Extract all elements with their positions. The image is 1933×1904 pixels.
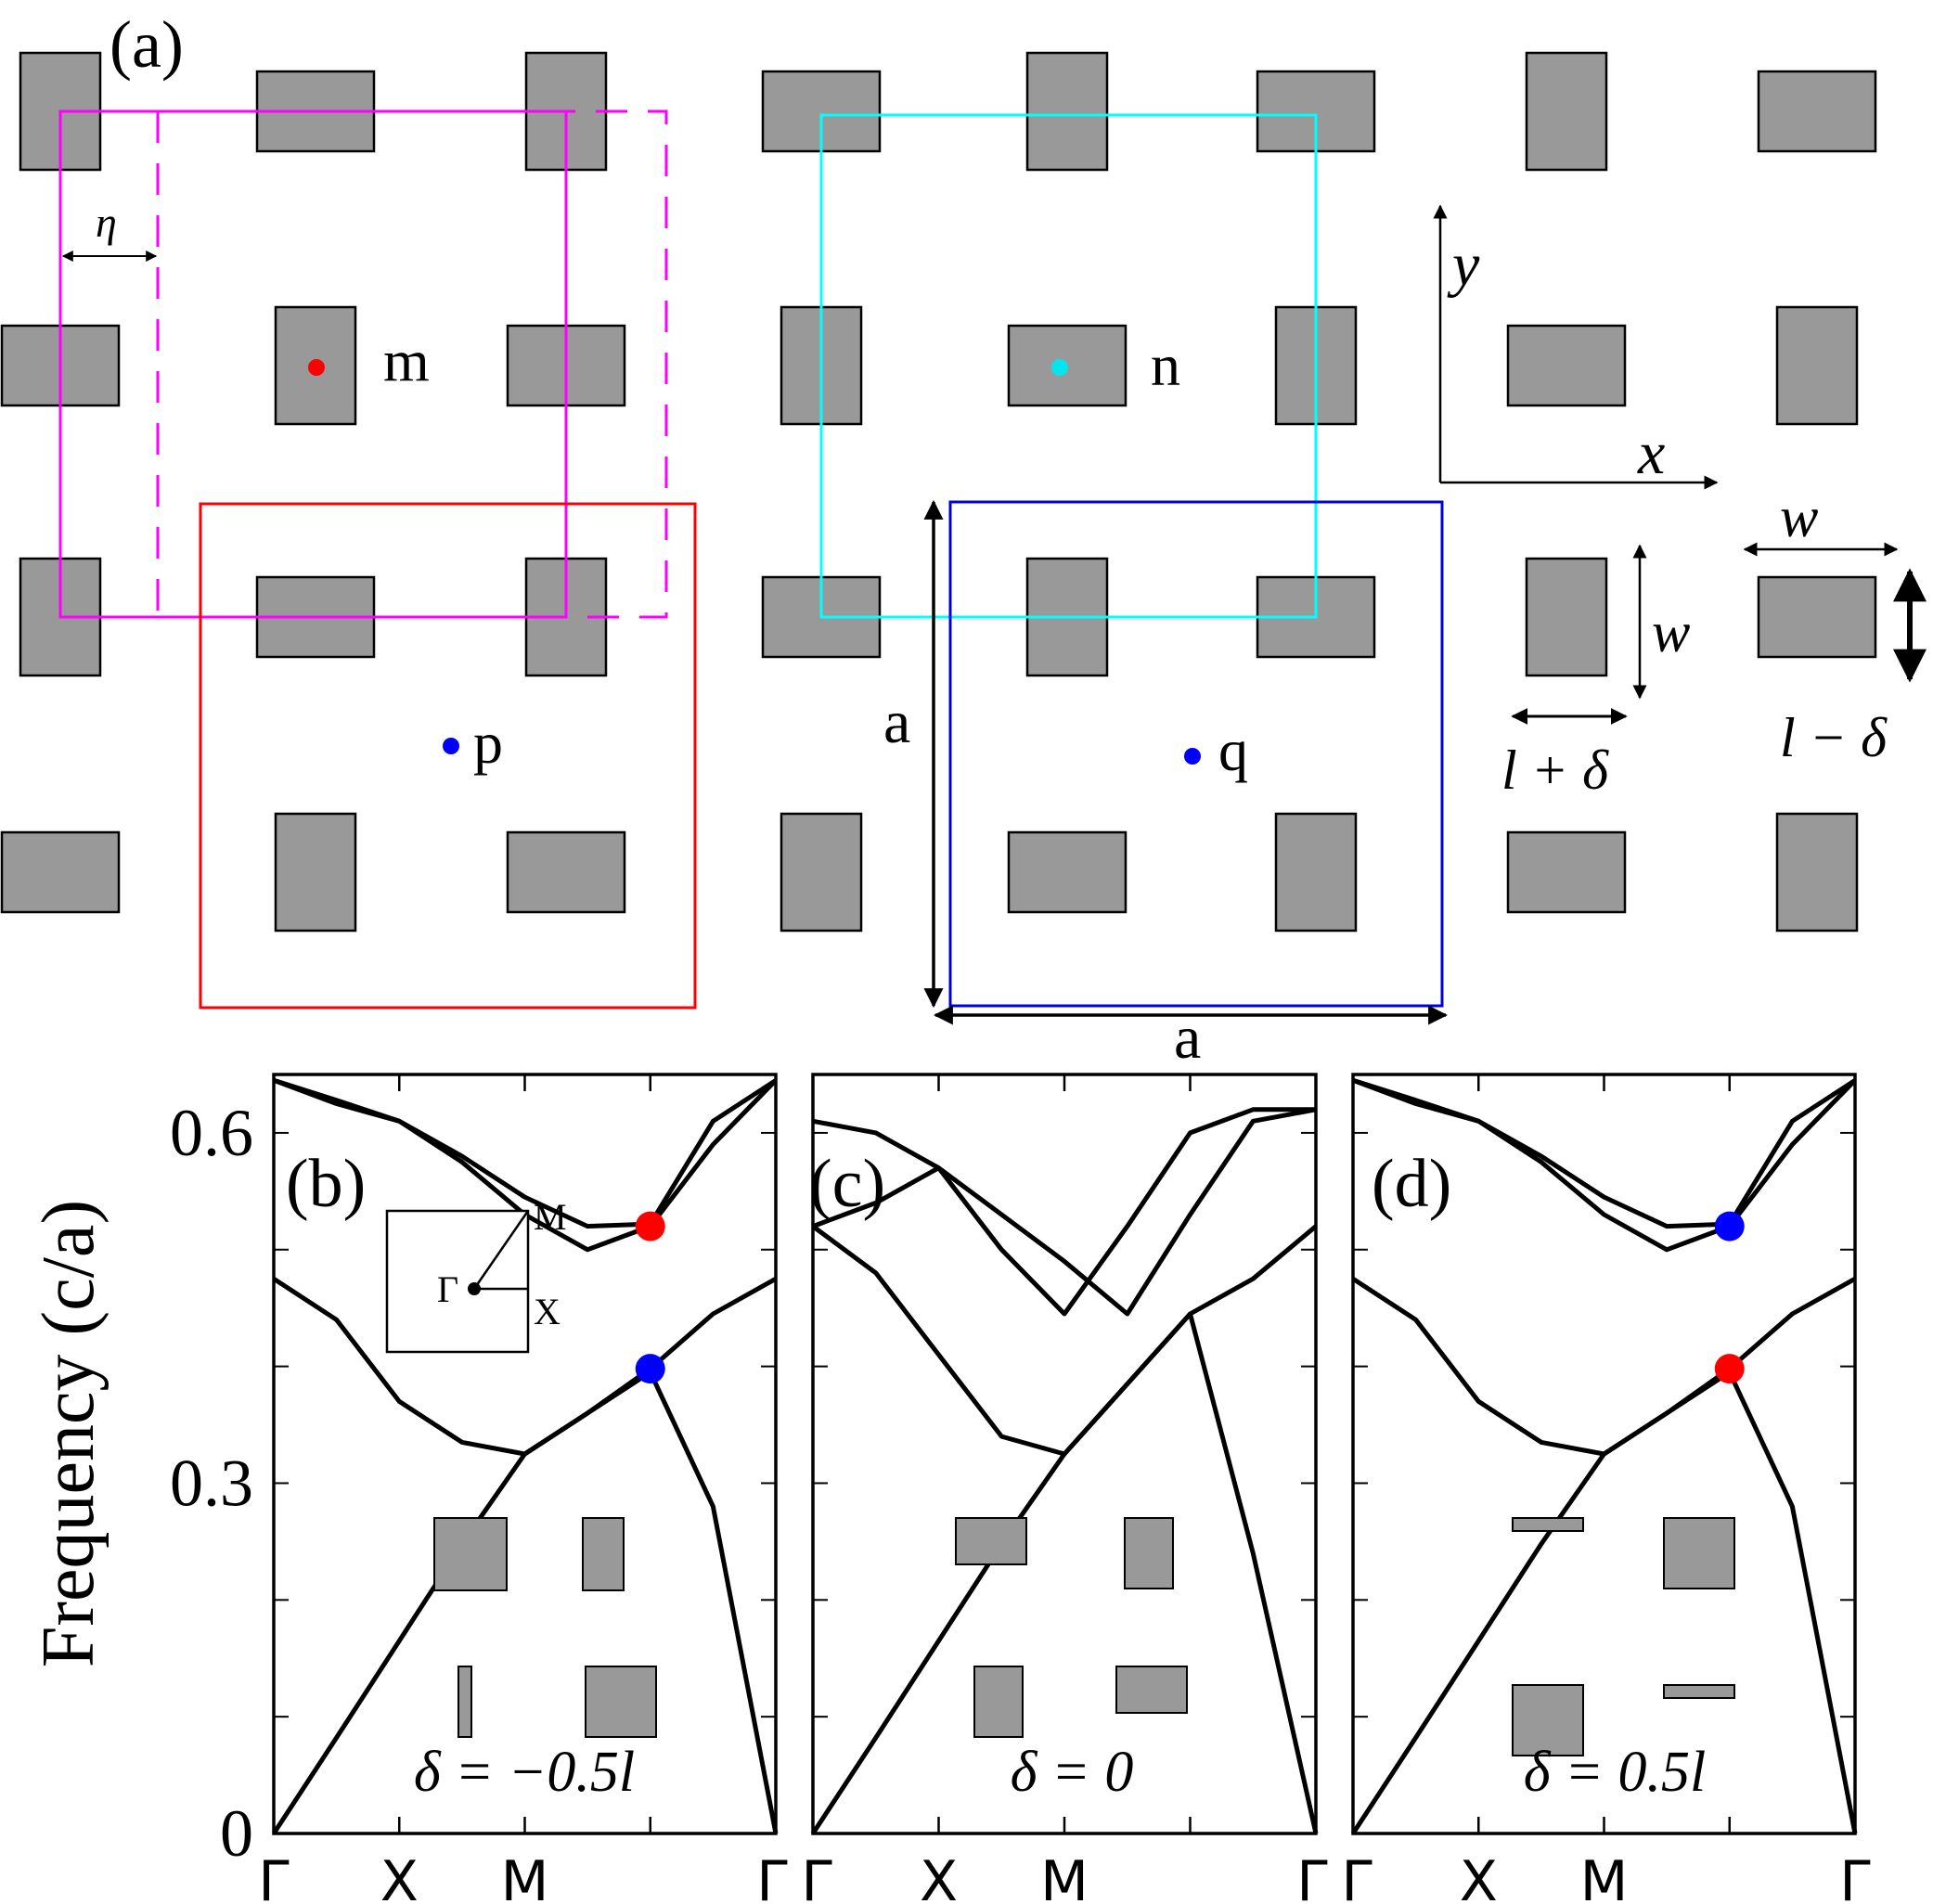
dielectric-rod [1274, 812, 1358, 933]
point-m [308, 359, 325, 376]
bz-gamma-point [468, 1282, 481, 1295]
label-backdrop [110, 9, 219, 76]
x-axis-label: x [1637, 419, 1665, 487]
delta-annotation: δ = −0.5l [414, 1741, 635, 1804]
dielectric-rod [1757, 575, 1877, 659]
dielectric-rod [1525, 51, 1608, 172]
degeneracy-marker [1714, 1211, 1745, 1241]
point-p-label: p [473, 710, 503, 776]
delta-annotation: δ = 0 [1011, 1741, 1134, 1804]
unit-cell-rod [585, 1666, 657, 1738]
point-q [1184, 748, 1201, 765]
bz-gamma-label: Γ [437, 1268, 458, 1310]
delta-annotation: δ = 0.5l [1524, 1741, 1706, 1804]
dielectric-rod [1775, 812, 1859, 933]
unit-cell-rod [1663, 1517, 1735, 1589]
bz-square [385, 1209, 530, 1354]
band-line [811, 1224, 1318, 1457]
bz-m-label: M [534, 1196, 567, 1238]
dim-l-plus-label: l + δ [1501, 740, 1609, 801]
dielectric-rod [506, 830, 626, 914]
band-line [272, 1277, 778, 1457]
panel-label: (d) [1372, 1146, 1451, 1222]
brillouin-zone-inset: Γ X M [385, 1196, 567, 1354]
eta-label: η [96, 199, 117, 246]
unit-cell-rod [1512, 1517, 1584, 1532]
y-axis-label: y [1447, 231, 1480, 299]
x-tick-label: X [1460, 1849, 1498, 1904]
panel-label: (c) [809, 1146, 885, 1222]
panel-a-label: (a) [110, 7, 184, 82]
dim-w-horizontal-label: w [1780, 486, 1818, 549]
magenta-shifted-cell [156, 109, 668, 619]
unit-cell-rod [1115, 1666, 1188, 1714]
y-axis-title: Frequency (c/a) [28, 1200, 110, 1667]
red-unit-cell [199, 502, 697, 1010]
x-tick-label: M [1580, 1849, 1629, 1904]
point-p [443, 738, 459, 754]
band-line [812, 1107, 1317, 1317]
y-tick-label: 0 [220, 1796, 253, 1871]
x-tick-label: Γ [1296, 1849, 1328, 1904]
dim-l-minus-label: l − δ [1780, 707, 1888, 768]
band-line [1351, 1277, 1857, 1457]
dielectric-rod [1757, 70, 1877, 153]
x-tick-label: X [380, 1849, 419, 1904]
panel-label: (b) [286, 1146, 366, 1222]
lattice-vertical-label: a [883, 688, 910, 756]
bz-gamma-m [472, 1210, 530, 1290]
degeneracy-marker [635, 1354, 665, 1384]
dielectric-rod [1775, 305, 1859, 426]
band-panel-2: (c) δ = 0 Γ X M Γ [801, 1073, 1328, 1904]
dielectric-rod [1007, 830, 1128, 914]
band-line [1352, 1077, 1857, 1229]
unit-cell-rod [973, 1666, 1024, 1738]
x-tick-label: M [501, 1849, 549, 1904]
dielectric-rod [0, 830, 121, 914]
point-n-label: n [1151, 332, 1180, 398]
unit-cell-rod [955, 1517, 1027, 1565]
lattice-panel: η m n p q y x a a w w l + δ l − δ (a) [0, 7, 1927, 1072]
unit-cell-rod [582, 1517, 625, 1591]
y-tick-label: 0.3 [170, 1446, 253, 1520]
dielectric-rod [1506, 830, 1627, 914]
unit-cell-rod [433, 1517, 508, 1591]
lattice-horizontal-label: a [1174, 1004, 1201, 1072]
degeneracy-marker [1714, 1354, 1745, 1384]
x-tick-label: Γ [756, 1849, 788, 1904]
dielectric-rod [1506, 324, 1627, 407]
x-tick-label: X [920, 1849, 958, 1904]
x-tick-label: Γ [258, 1849, 290, 1904]
point-m-label: m [383, 328, 430, 393]
dielectric-rod [1525, 557, 1608, 677]
cyan-unit-cell [819, 113, 1318, 619]
band-panel-3: (d) δ = 0.5lΓ X M Γ [1341, 1073, 1871, 1904]
dielectric-rod [780, 812, 863, 933]
band-line [273, 1077, 778, 1229]
dim-w-vertical-label: w [1652, 601, 1690, 664]
dielectric-rod [274, 812, 357, 933]
x-tick-label: Γ [801, 1849, 832, 1904]
unit-cell-rod [1124, 1517, 1174, 1589]
unit-cell-rod [457, 1666, 472, 1738]
point-q-label: q [1218, 717, 1248, 783]
x-tick-label: Γ [1839, 1849, 1871, 1904]
y-tick-label: 0.6 [170, 1096, 253, 1170]
dielectric-rod [1025, 51, 1109, 172]
unit-cell-rod [1663, 1684, 1735, 1699]
band-line [812, 1107, 1316, 1317]
x-tick-label: Γ [1341, 1849, 1372, 1904]
bz-x-label: X [534, 1291, 561, 1332]
x-tick-label: M [1040, 1849, 1089, 1904]
unit-cell-rod [1512, 1684, 1584, 1756]
point-n [1051, 359, 1068, 376]
degeneracy-marker [635, 1211, 665, 1241]
